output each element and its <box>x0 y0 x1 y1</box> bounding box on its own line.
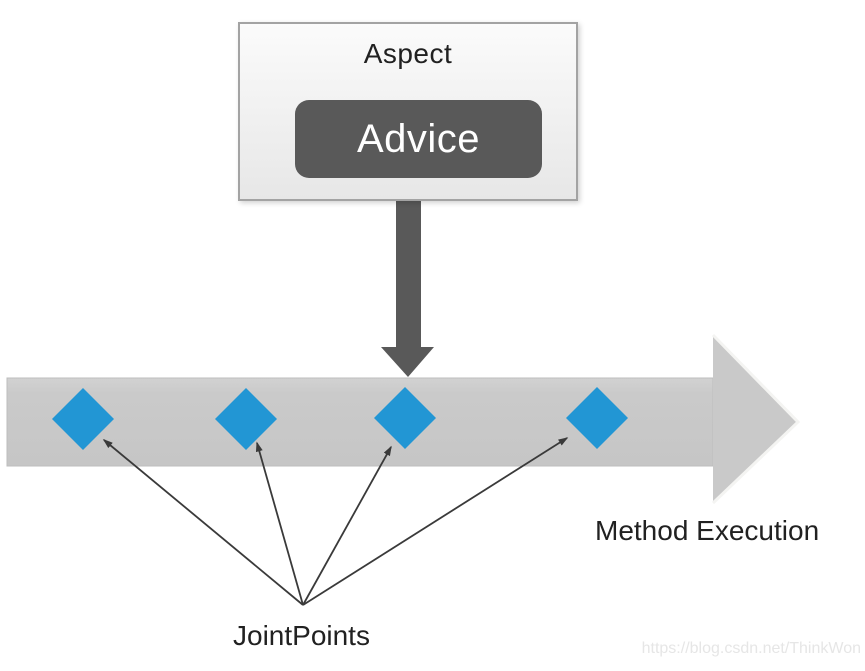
jointpoints-label: JointPoints <box>233 620 370 651</box>
method-execution-label: Method Execution <box>595 515 820 546</box>
jointpoint-diamond-1 <box>52 388 114 450</box>
jointpoint-diamond-2 <box>215 388 277 450</box>
advice-label: Advice <box>356 116 481 161</box>
watermark-text: https://blog.csdn.net/ThinkWon <box>641 640 861 657</box>
arrowhead-highlight-edge <box>711 333 801 505</box>
jointpoint-pointer-line-2 <box>255 441 304 606</box>
jointpoint-diamond-3 <box>374 387 436 449</box>
jointpoint-diamond-4 <box>566 387 628 449</box>
aspect-box: Aspect Advice <box>238 22 578 201</box>
jointpoint-pointer-line-4 <box>302 437 569 606</box>
jointpoint-pointer-line-3 <box>302 445 392 606</box>
jointpoint-pointer-line-1 <box>102 439 304 606</box>
advice-box: Advice <box>295 100 542 178</box>
method-execution-arrowhead <box>713 335 798 503</box>
advice-to-execution-arrow <box>381 199 434 377</box>
aspect-label: Aspect <box>363 38 453 69</box>
